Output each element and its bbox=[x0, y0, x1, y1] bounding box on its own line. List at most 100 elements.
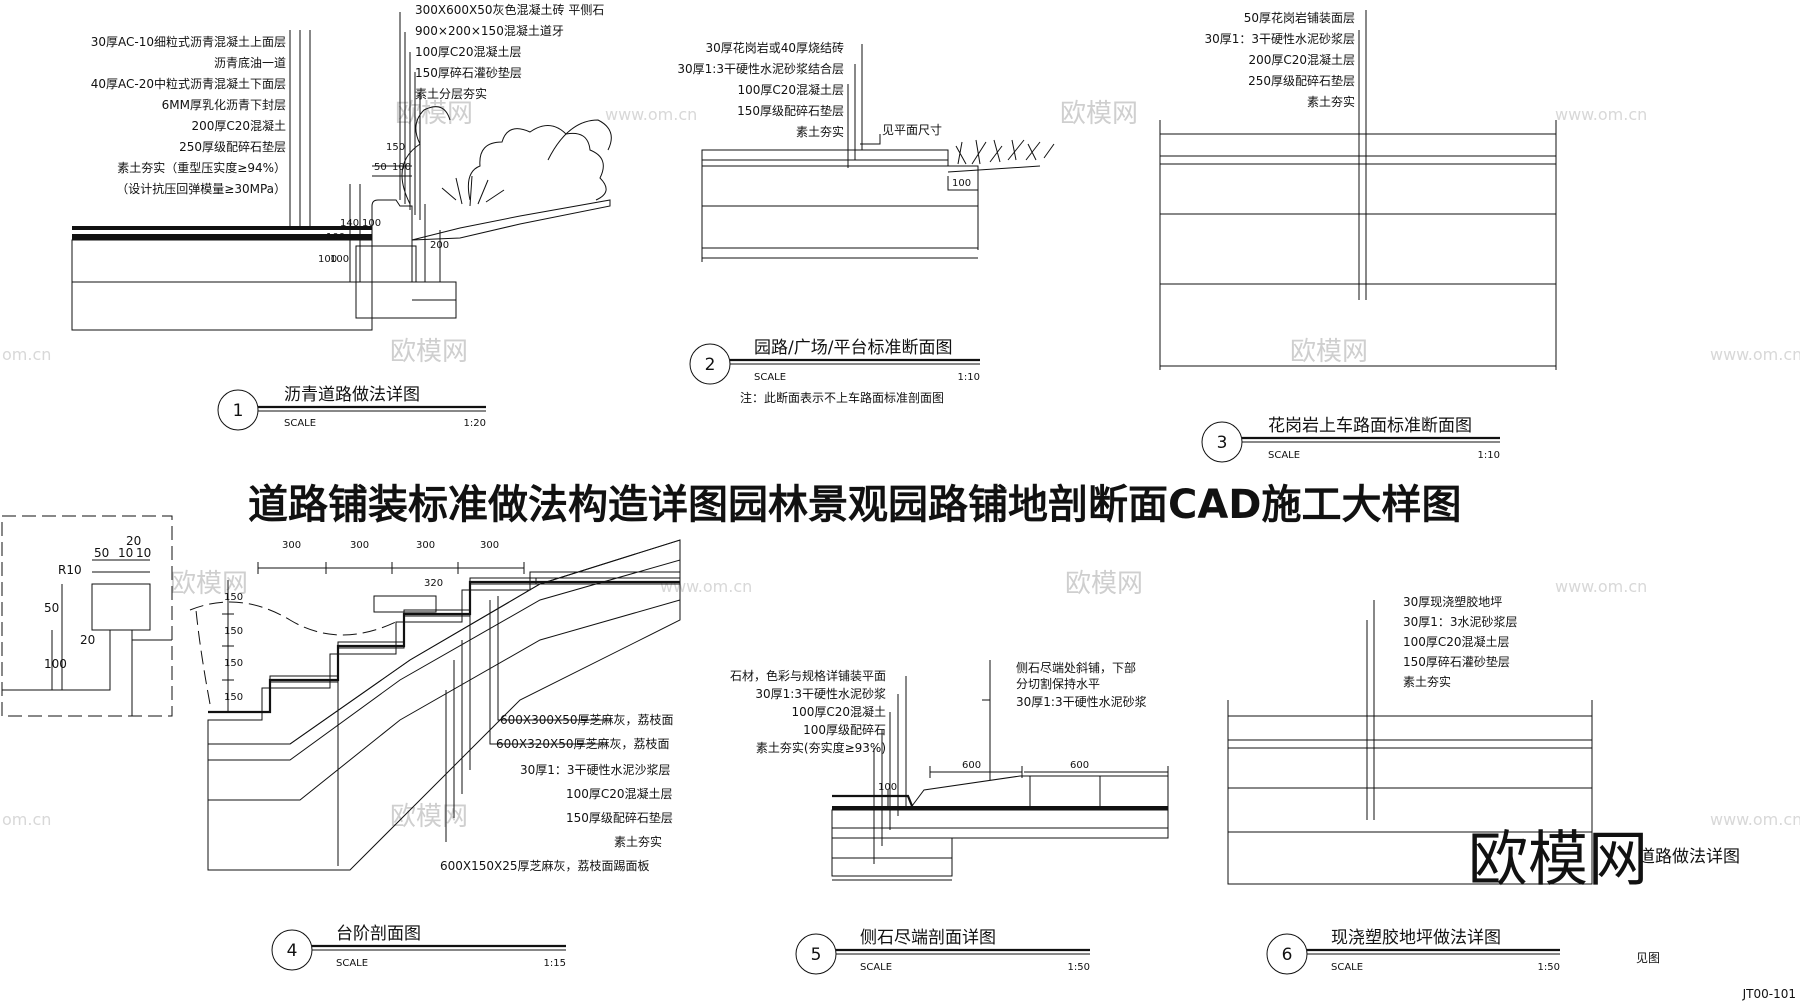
layer-label: 100厚C20混凝土层 bbox=[415, 44, 522, 59]
scale-word: SCALE bbox=[1268, 450, 1300, 461]
detail-2-drawing bbox=[701, 44, 1055, 262]
layer-label: 300X600X50灰色混凝土砖 平侧石 bbox=[415, 2, 604, 17]
riser-label: 600X150X25厚芝麻灰，荔枝面踢面板 bbox=[440, 858, 650, 873]
detail-note: 注：此断面表示不上车路面标准剖面图 bbox=[740, 390, 944, 405]
layer-label: 石材，色彩与规格详铺装平面 bbox=[730, 668, 886, 683]
dim-label: 150 bbox=[386, 142, 405, 153]
detail-number: 4 bbox=[287, 941, 298, 961]
scale-value: 1:15 bbox=[544, 958, 566, 969]
scale-value: 1:50 bbox=[1538, 962, 1560, 973]
detail-5-drawing bbox=[831, 660, 1169, 881]
layer-label: 素土夯实 bbox=[614, 834, 662, 849]
inset-dim: 10 bbox=[136, 546, 151, 560]
logo-subtitle: 道路做法详图 bbox=[1638, 847, 1740, 867]
layer-label: 40厚AC-20中粒式沥青混凝土下面层 bbox=[91, 76, 286, 91]
scale-word: SCALE bbox=[1331, 962, 1363, 973]
watermark-url: www.om.cn bbox=[605, 105, 697, 124]
layer-label: 100厚C20混凝土层 bbox=[737, 82, 844, 97]
detail-2-title-block: 2 园路/广场/平台标准断面图 SCALE 1:10 注：此断面表示不上车路面标… bbox=[689, 338, 980, 405]
watermark-url: om.cn bbox=[2, 345, 51, 364]
detail-title: 沥青道路做法详图 bbox=[284, 385, 420, 405]
layer-label: 30厚1：3水泥砂浆层 bbox=[1403, 614, 1518, 629]
detail-number: 6 bbox=[1282, 945, 1293, 965]
detail-6-title-block: 6 现浇塑胶地坪做法详图 SCALE 1:50 bbox=[1266, 928, 1560, 975]
dim-label: 50 bbox=[374, 162, 387, 173]
layer-label: 分切割保持水平 bbox=[1016, 676, 1100, 691]
dim-label: 320 bbox=[424, 578, 443, 589]
scale-word: SCALE bbox=[754, 372, 786, 383]
layer-label: 素土分层夯实 bbox=[415, 86, 487, 101]
scale-value: 1:20 bbox=[464, 418, 486, 429]
main-title: 道路铺装标准做法构造详图园林景观园路铺地剖断面CAD施工大样图 bbox=[248, 482, 1462, 528]
detail-number: 3 bbox=[1217, 433, 1228, 453]
detail-3-drawing bbox=[1159, 10, 1557, 370]
watermark: 欧模网 bbox=[390, 337, 468, 367]
dim-label: 140 bbox=[340, 218, 359, 229]
layer-label: 30厚1:3干硬性水泥砂浆 bbox=[1016, 694, 1147, 709]
detail-1-drawing bbox=[71, 12, 612, 331]
layer-label: 30厚现浇塑胶地坪 bbox=[1403, 594, 1502, 609]
dim-label: 150 bbox=[224, 626, 243, 637]
layer-label: 600X320X50厚芝麻灰，荔枝面 bbox=[496, 736, 670, 751]
detail-title: 园路/广场/平台标准断面图 bbox=[754, 338, 952, 358]
layer-label: 100厚级配碎石 bbox=[803, 722, 886, 737]
watermark-url: om.cn bbox=[2, 810, 51, 829]
detail-title: 花岗岩上车路面标准断面图 bbox=[1268, 416, 1472, 436]
detail-3-title-block: 3 花岗岩上车路面标准断面图 SCALE 1:10 bbox=[1201, 416, 1500, 463]
scale-value: 1:50 bbox=[1068, 962, 1090, 973]
scale-word: SCALE bbox=[860, 962, 892, 973]
dim-label: 600 bbox=[962, 760, 981, 771]
layer-label: 30厚AC-10细粒式沥青混凝土上面层 bbox=[91, 34, 286, 49]
inset-dim: 20 bbox=[126, 534, 141, 548]
layer-label: 100厚C20混凝土 bbox=[791, 704, 886, 719]
watermark: 欧模网 bbox=[1290, 337, 1368, 367]
detail-title: 侧石尽端剖面详图 bbox=[860, 928, 996, 948]
watermark: 欧模网 bbox=[390, 802, 468, 832]
detail-5-title-block: 5 侧石尽端剖面详图 SCALE 1:50 bbox=[795, 928, 1090, 975]
layer-label: 30厚花岗岩或40厚烧结砖 bbox=[705, 40, 844, 55]
layer-label: 30厚1：3干硬性水泥砂浆层 bbox=[1204, 31, 1355, 46]
layer-label: 素土夯实 bbox=[1307, 94, 1355, 109]
layer-label: 素土夯实（重型压实度≥94%） bbox=[117, 160, 286, 175]
dim-label: 300 bbox=[416, 540, 435, 551]
logo-text: 欧模网 bbox=[1468, 825, 1648, 895]
watermark-url: www.om.cn bbox=[1555, 577, 1647, 596]
inset-dim: 20 bbox=[80, 633, 95, 647]
scale-value: 1:10 bbox=[1478, 450, 1500, 461]
layer-label: 30厚1：3干硬性水泥沙浆层 bbox=[520, 762, 671, 777]
layer-label: 50厚花岗岩铺装面层 bbox=[1244, 10, 1355, 25]
watermark-url: www.om.cn bbox=[1710, 810, 1800, 829]
detail-4-inset: 20 50 10 10 R10 50 20 100 bbox=[1, 515, 173, 717]
detail-3-labels: 50厚花岗岩铺装面层 30厚1：3干硬性水泥砂浆层 200厚C20混凝土层 25… bbox=[1204, 10, 1355, 109]
inset-dim: 10 bbox=[118, 546, 133, 560]
scale-word: SCALE bbox=[336, 958, 368, 969]
layer-label: 600X300X50厚芝麻灰，荔枝面 bbox=[500, 712, 674, 727]
layer-label: 30厚1:3干硬性水泥砂浆 bbox=[755, 686, 886, 701]
detail-5-left-labels: 石材，色彩与规格详铺装平面 30厚1:3干硬性水泥砂浆 100厚C20混凝土 1… bbox=[730, 668, 886, 755]
inset-dim: R10 bbox=[58, 563, 82, 577]
detail-1-title-block: 1 沥青道路做法详图 SCALE 1:20 bbox=[217, 385, 486, 431]
layer-label: 素土夯实 bbox=[796, 124, 844, 139]
side-label: 见平面尺寸 bbox=[882, 123, 942, 137]
layer-label: 100厚C20混凝土层 bbox=[1403, 634, 1510, 649]
detail-2-labels: 30厚花岗岩或40厚烧结砖 30厚1:3干硬性水泥砂浆结合层 100厚C20混凝… bbox=[677, 40, 971, 189]
detail-number: 5 bbox=[811, 945, 822, 965]
layer-label: 250厚级配碎石垫层 bbox=[1248, 73, 1355, 88]
detail-title: 台阶剖面图 bbox=[336, 924, 421, 944]
dim-label: 100 bbox=[318, 254, 337, 265]
layer-label: 150厚级配碎石垫层 bbox=[566, 810, 673, 825]
layer-label: 素土夯实 bbox=[1403, 674, 1451, 689]
dim-label: 150 bbox=[224, 592, 243, 603]
dim-label: 300 bbox=[350, 540, 369, 551]
inset-dim: 50 bbox=[94, 546, 109, 560]
scale-word: SCALE bbox=[284, 418, 316, 429]
layer-label: 100厚C20混凝土层 bbox=[566, 786, 673, 801]
layer-label: 6MM厚乳化沥青下封层 bbox=[162, 98, 286, 112]
watermarks: 欧模网 欧模网 欧模网 欧模网 欧模网 欧模网 欧模网 www.om.cn ww… bbox=[2, 99, 1800, 832]
detail-4-title-block: 4 台阶剖面图 SCALE 1:15 bbox=[271, 924, 566, 971]
watermark: 欧模网 bbox=[395, 99, 473, 129]
watermark-url: www.om.cn bbox=[660, 577, 752, 596]
detail-6-drawing bbox=[1227, 600, 1593, 885]
